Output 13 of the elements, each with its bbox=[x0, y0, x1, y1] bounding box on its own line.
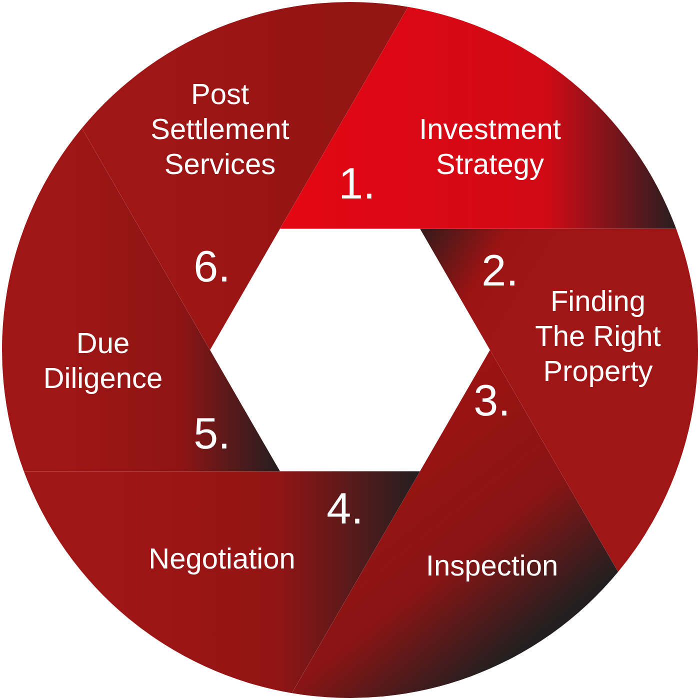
step-label: Due Diligence bbox=[42, 327, 164, 397]
step-number: 1. bbox=[338, 158, 376, 211]
step-label: Investment Strategy bbox=[418, 113, 562, 183]
step-label: Negotiation bbox=[148, 542, 296, 578]
aperture-blade bbox=[23, 471, 420, 694]
step-label: Finding The Right Property bbox=[534, 284, 662, 390]
step-label: Post Settlement Services bbox=[150, 78, 290, 182]
step-number: 4. bbox=[326, 484, 364, 536]
step-number: 6. bbox=[194, 242, 230, 294]
step-number: 3. bbox=[474, 376, 510, 428]
step-label: Inspection bbox=[424, 550, 560, 584]
step-number: 2. bbox=[482, 246, 518, 298]
step-number: 5. bbox=[194, 408, 230, 461]
